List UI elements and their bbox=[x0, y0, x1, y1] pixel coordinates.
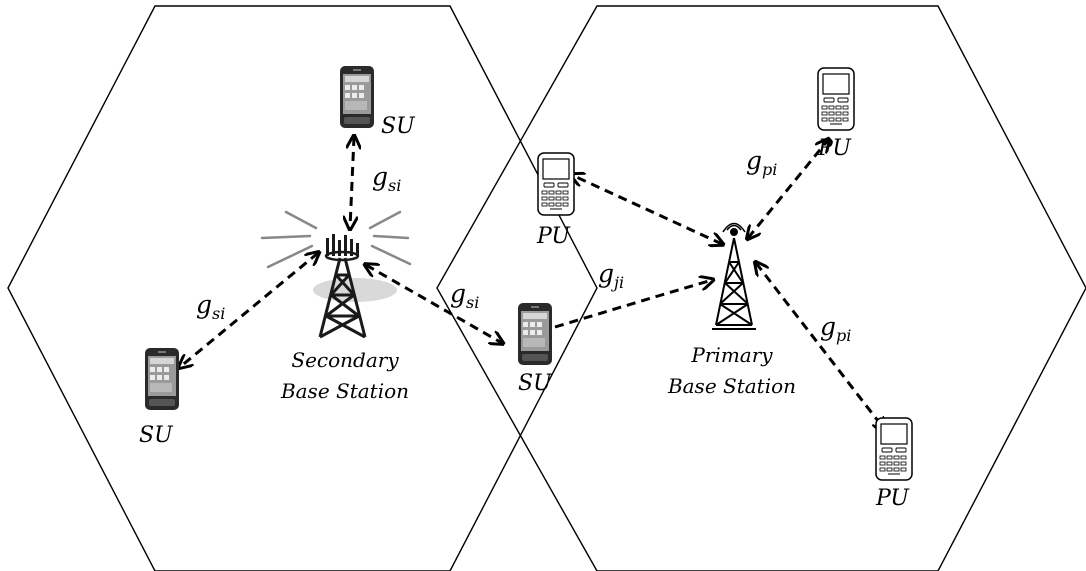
su-top-phone-icon bbox=[340, 66, 374, 128]
su-left-label: SU bbox=[139, 423, 174, 448]
channel-label-sbs-su-top: gsi bbox=[372, 162, 401, 195]
link-pbs-pu-bottom bbox=[756, 263, 885, 430]
primary-base-station-icon bbox=[712, 222, 756, 330]
su-top-label: SU bbox=[381, 114, 416, 139]
pu-bottom-right-phone-icon bbox=[875, 417, 913, 481]
pu-top-right-phone-icon bbox=[817, 67, 855, 131]
secondary-station-label-line1: Secondary bbox=[291, 348, 399, 372]
pu-top-right-label: PU bbox=[817, 136, 852, 161]
secondary-station-label-line2: Base Station bbox=[280, 379, 409, 403]
primary-cell-hexagon bbox=[436, 5, 1086, 571]
pu-mid-label: PU bbox=[536, 224, 571, 249]
primary-station-label-line1: Primary bbox=[690, 343, 773, 367]
pu-mid-phone-icon bbox=[537, 152, 575, 216]
channel-label-su-mid-pbs: gji bbox=[598, 259, 624, 292]
su-left-phone-icon bbox=[145, 348, 179, 410]
channel-label-pbs-pu-bottom: gpi bbox=[820, 312, 851, 345]
link-pbs-pu-top bbox=[748, 140, 828, 238]
su-mid-phone-icon bbox=[518, 303, 552, 365]
channel-label-sbs-su-left: gsi bbox=[196, 290, 225, 323]
pu-bottom-right-label: PU bbox=[875, 486, 910, 511]
channel-label-pbs-pu-top: gpi bbox=[746, 146, 777, 179]
link-sbs-su-mid bbox=[366, 265, 502, 343]
link-pbs-pu-mid bbox=[572, 175, 722, 244]
secondary-base-station-icon bbox=[260, 210, 412, 339]
secondary-cell-hexagon bbox=[7, 5, 598, 571]
link-sbs-su-top bbox=[350, 137, 354, 228]
channel-label-sbs-su-mid: gsi bbox=[450, 279, 479, 312]
primary-station-label-line2: Base Station bbox=[667, 374, 796, 398]
link-su-mid-pbs bbox=[554, 280, 712, 329]
su-mid-label: SU bbox=[518, 371, 553, 396]
